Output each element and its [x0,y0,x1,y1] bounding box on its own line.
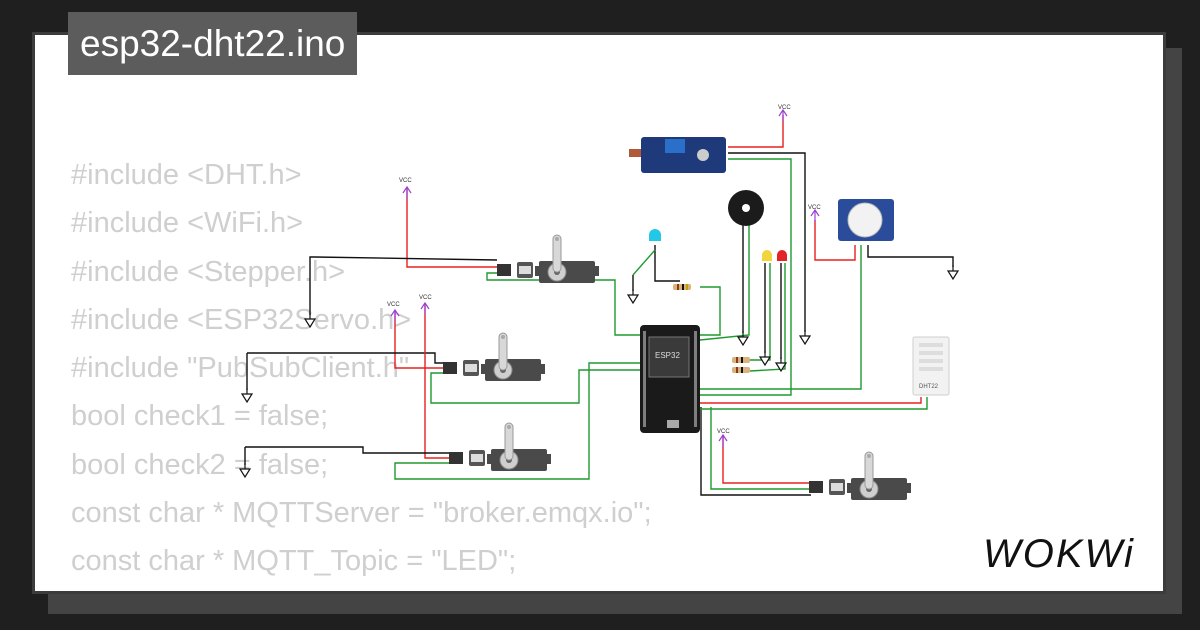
code-line: #include <Stepper.h> [71,255,346,288]
svg-text:VCC: VCC [778,105,791,111]
code-line: bool check1 = false; [71,400,329,433]
esp32-label: ESP32 [655,351,680,360]
code-line: #include <ESP32Servo.h> [71,303,412,336]
code-line: #include <WiFi.h> [71,207,304,240]
dht22-label: DHT22 [919,384,939,390]
servo-motor-3[interactable] [449,422,552,472]
svg-text:VCC: VCC [808,205,821,211]
led-red[interactable] [777,250,787,261]
svg-text:VCC: VCC [717,429,730,435]
dht22-sensor[interactable]: DHT22 [912,336,950,396]
preview-card: #include <DHT.h> #include <WiFi.h> #incl… [32,32,1166,594]
svg-text:VCC: VCC [399,178,412,184]
code-line: #include "PubSubClient.h" [71,352,410,385]
esp32-board[interactable]: ESP32 [640,325,700,433]
servo-motor-4[interactable] [809,451,912,501]
svg-text:VCC: VCC [419,295,432,301]
svg-text:VCC: VCC [387,302,400,308]
photoresistor-module[interactable] [629,137,726,173]
resistor[interactable] [732,367,750,373]
led-yellow[interactable] [762,250,772,261]
code-line: #include <DHT.h> [71,159,302,191]
resistor[interactable] [732,357,750,363]
brand-name: WOKWi [983,532,1135,576]
servo-motor-1[interactable] [497,234,600,284]
code-line: const char * MQTT_Topic = "LED"; [71,545,517,578]
code-line: const char * MQTTServer = "broker.emqx.i… [71,497,652,530]
servo-motor-2[interactable] [443,332,546,382]
code-line: bool check2 = false; [71,448,329,481]
buzzer[interactable] [728,190,764,226]
pir-motion-sensor[interactable] [838,199,894,241]
brand-logo: WOKWi [979,527,1159,581]
circuit-diagram: VCC VCC VCC VCC VCC VCC [239,105,959,501]
file-title: esp32-dht22.ino [68,12,358,75]
led-blue[interactable] [649,229,661,241]
code-preview: #include <DHT.h> #include <WiFi.h> #incl… [71,151,652,586]
resistor[interactable] [673,284,691,290]
